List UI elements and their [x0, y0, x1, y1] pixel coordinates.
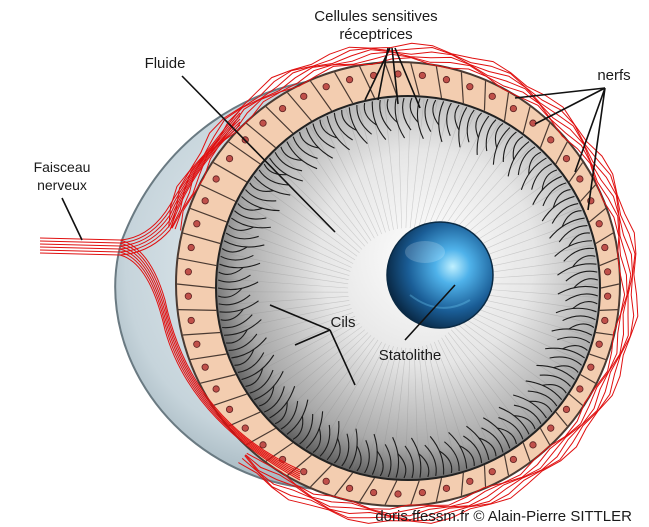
label-fluid: Fluide — [145, 55, 186, 72]
credit: doris.ffessm.fr © Alain-Pierre SITTLER — [375, 508, 632, 525]
labels: Cellules sensitives réceptrices nerfs Fl… — [34, 8, 633, 525]
label-cilia: Cils — [331, 314, 356, 331]
leader-lines — [61, 47, 606, 386]
label-sensory-cells-1: Cellules sensitives — [314, 8, 437, 25]
label-nerve-bundle-1: Faisceau — [34, 159, 91, 175]
label-nerves: nerfs — [597, 67, 630, 84]
label-nerve-bundle-2: nerveux — [37, 177, 87, 193]
label-statolith: Statolithe — [379, 347, 442, 364]
cilia-layer — [217, 97, 599, 479]
statolith — [386, 221, 494, 329]
nerve-network — [39, 42, 639, 524]
label-sensory-cells-2: réceptrices — [339, 26, 412, 43]
